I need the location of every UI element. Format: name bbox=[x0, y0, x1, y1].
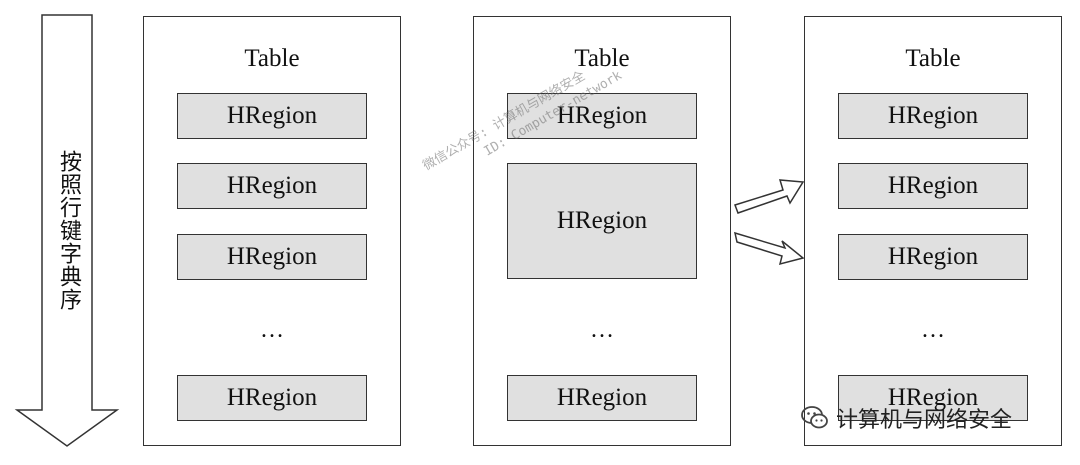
sort-direction-arrow bbox=[14, 14, 120, 447]
hregion-box: HRegion bbox=[507, 375, 697, 421]
hregion-box: HRegion bbox=[838, 163, 1028, 209]
hregion-box: HRegion bbox=[177, 93, 367, 139]
hregion-box: HRegion bbox=[177, 234, 367, 280]
hregion-box: HRegion bbox=[838, 234, 1028, 280]
hregion-box: HRegion bbox=[838, 375, 1028, 421]
ellipsis: … bbox=[921, 317, 945, 343]
table-title: Table bbox=[244, 45, 300, 72]
split-arrow-upper bbox=[734, 179, 805, 214]
table-before-split-2: Table HRegion HRegion … HRegion bbox=[473, 16, 731, 446]
wechat-icon bbox=[801, 406, 828, 429]
ellipsis: … bbox=[260, 317, 284, 343]
hregion-box: HRegion bbox=[177, 163, 367, 209]
table-title: Table bbox=[574, 45, 630, 72]
hregion-large-box: HRegion bbox=[507, 163, 697, 279]
table-title: Table bbox=[905, 45, 961, 72]
ellipsis: … bbox=[590, 317, 614, 343]
brand-text: 计算机与网络安全 bbox=[836, 408, 1013, 433]
split-arrow-lower bbox=[733, 231, 805, 266]
hregion-box: HRegion bbox=[507, 93, 697, 139]
sort-order-label: 按照行键字典序 bbox=[56, 149, 81, 311]
table-before-split-1: Table HRegion HRegion HRegion … HRegion bbox=[143, 16, 401, 446]
hregion-box: HRegion bbox=[838, 93, 1028, 139]
hregion-box: HRegion bbox=[177, 375, 367, 421]
brand-badge: 计算机与网络安全 bbox=[800, 398, 1012, 438]
table-after-split: Table HRegion HRegion HRegion … HRegion bbox=[804, 16, 1062, 446]
